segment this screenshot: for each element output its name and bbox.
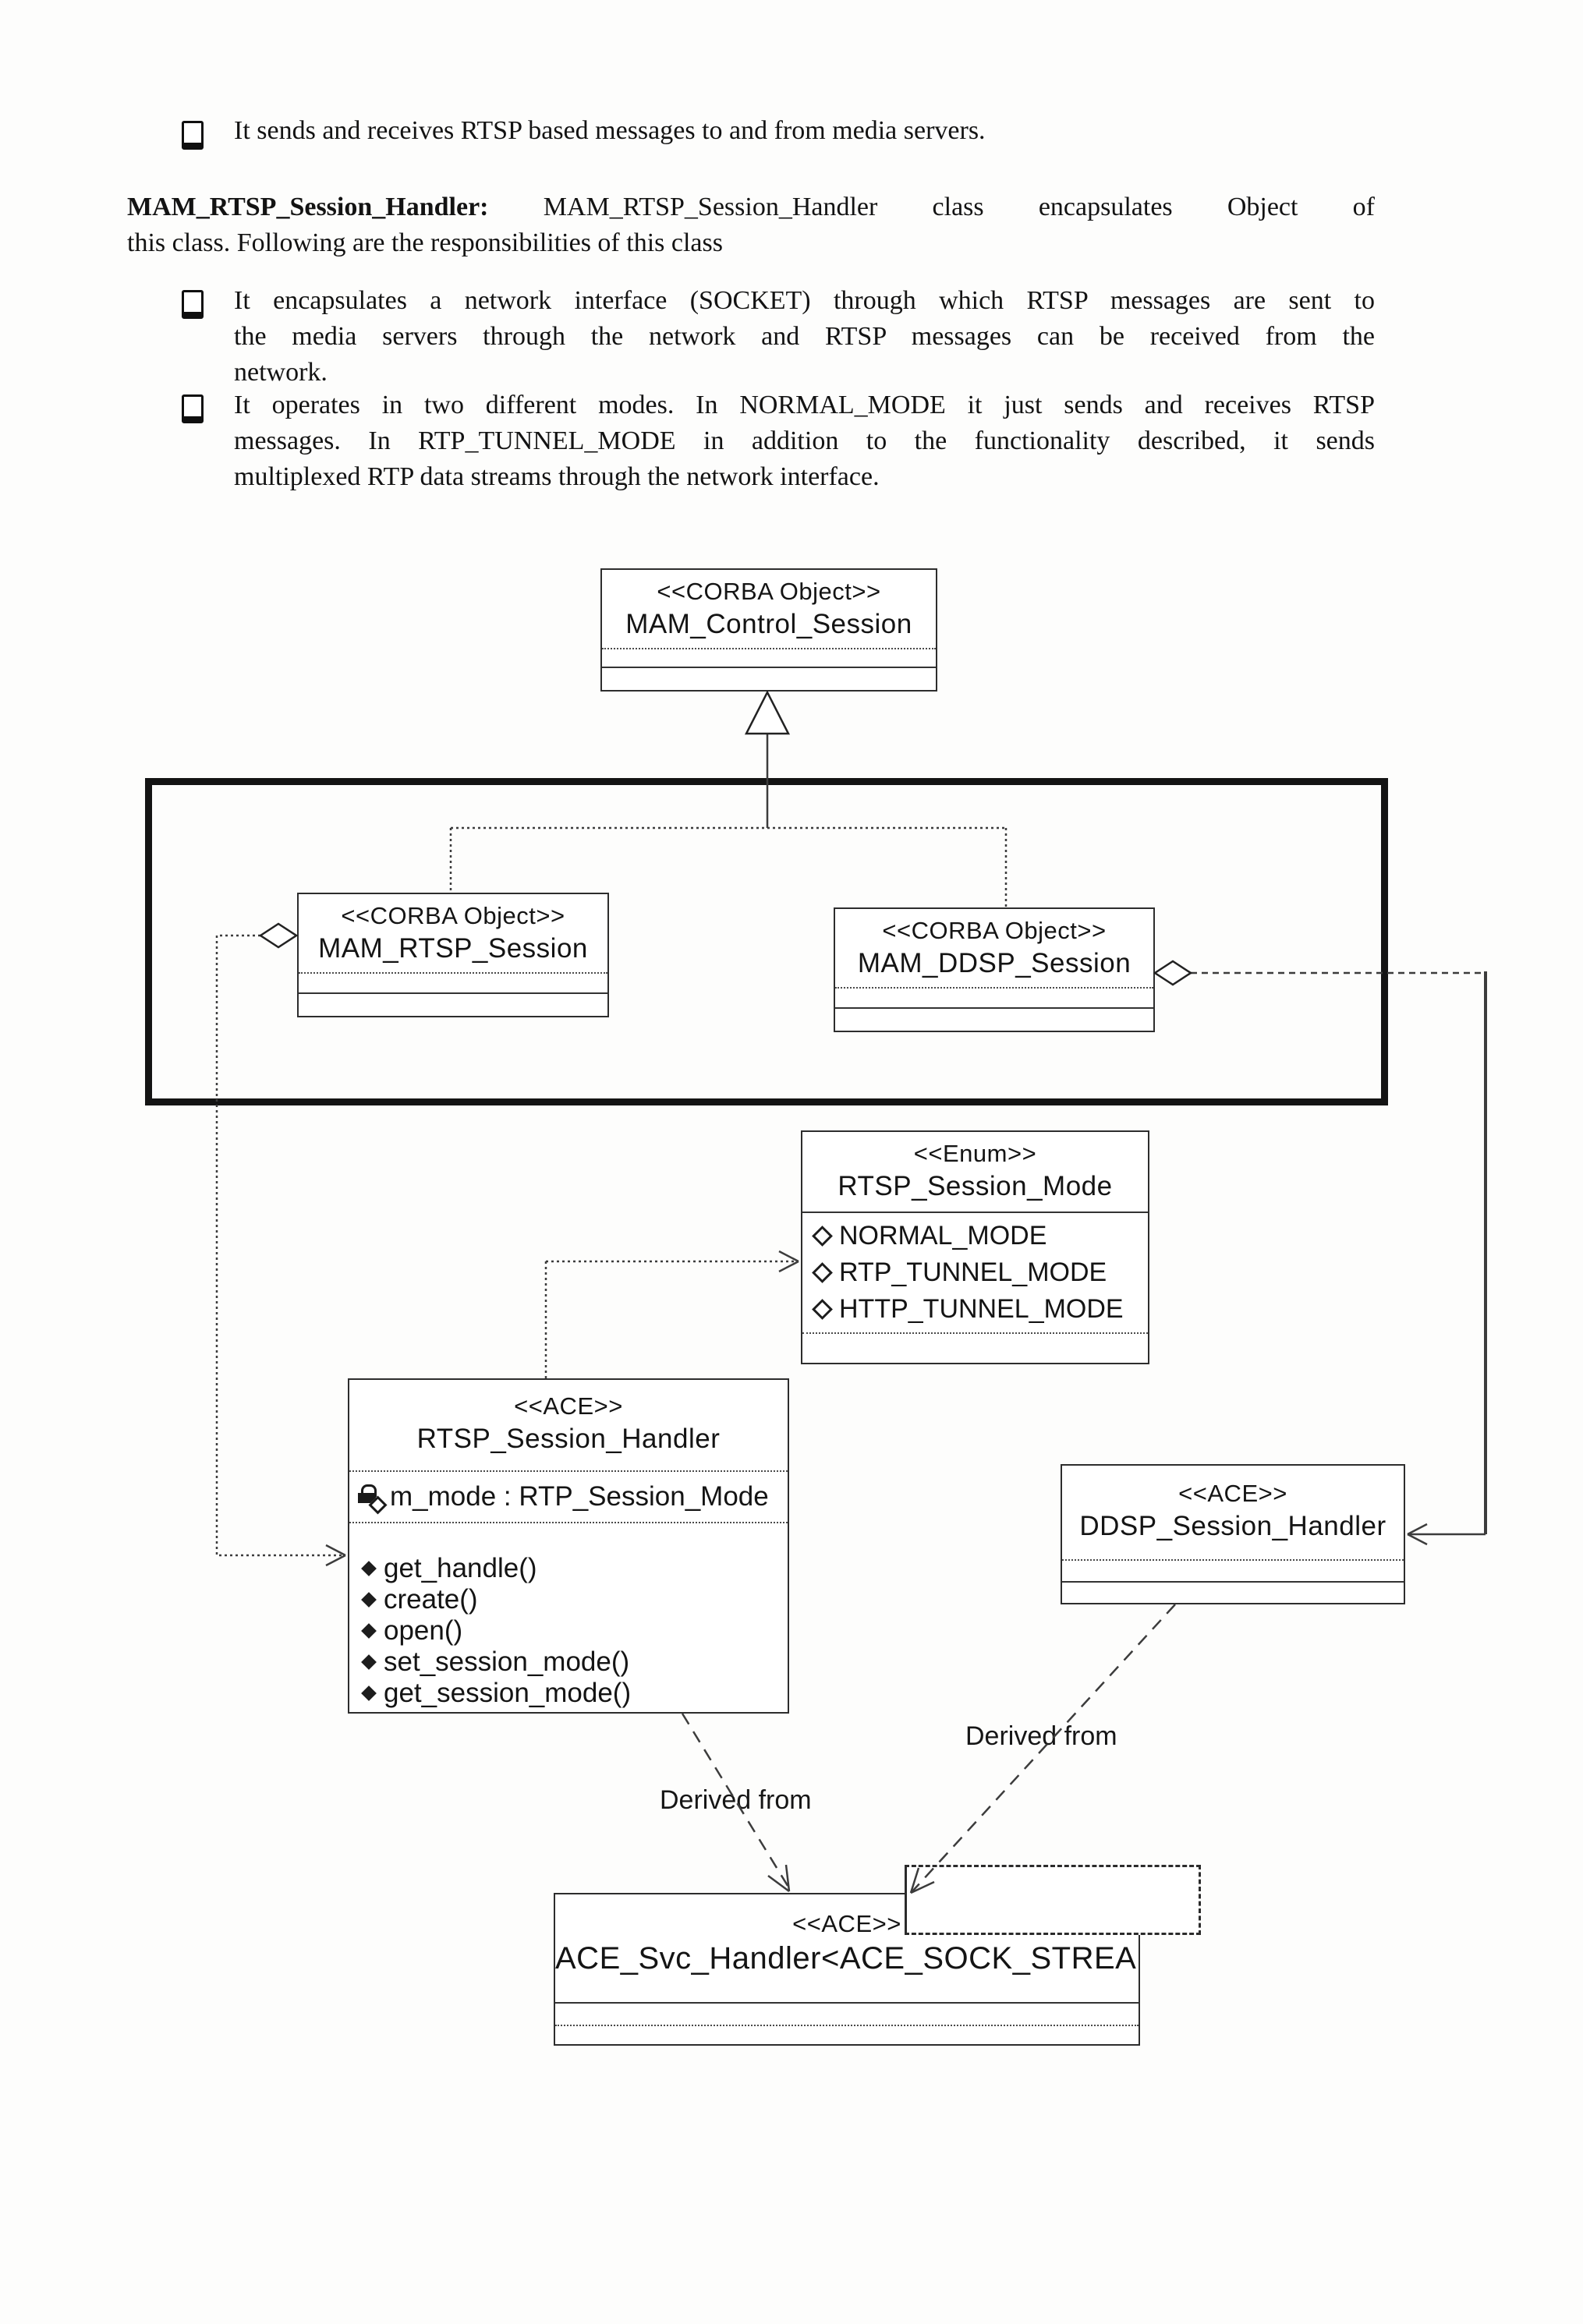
attribute-text: m_mode : RTP_Session_Mode [390,1481,769,1512]
bullet-square-icon [182,121,204,150]
enum-association-link [546,1251,799,1378]
attribute-row: m_mode : RTP_Session_Mode [349,1472,788,1522]
operation-row: get_handle() [349,1553,788,1584]
class-name: DDSP_Session_Handler [1062,1511,1404,1542]
bullet-2-line-1: It encapsulates a network interface (SOC… [234,283,1375,319]
diamond-icon [812,1299,833,1320]
attributes-compartment [602,648,936,667]
enum-values-compartment: NORMAL_MODE RTP_TUNNEL_MODE HTTP_TUNNEL_… [802,1212,1148,1332]
operations-compartment [1062,1581,1404,1603]
enum-box-rtsp-session-mode: <<Enum>> RTSP_Session_Mode NORMAL_MODE R… [801,1130,1149,1364]
class-box-mam-ddsp-session: <<CORBA Object>> MAM_DDSP_Session [834,907,1155,1032]
operations-compartment [299,992,607,1016]
diamond-icon [361,1654,377,1670]
heading-paragraph-line-2: this class. Following are the responsibi… [127,225,723,261]
diamond-icon [812,1226,833,1247]
class-box-mam-rtsp-session: <<CORBA Object>> MAM_RTSP_Session [297,893,609,1017]
operations-compartment [602,667,936,690]
operation: get_session_mode() [384,1678,631,1709]
bullet-3-line-1: It operates in two different modes. In N… [234,387,1375,423]
operation: create() [384,1584,478,1615]
enum-value-row: NORMAL_MODE [802,1218,1148,1254]
bullet-3-line-2: messages. In RTP_TUNNEL_MODE in addition… [234,423,1375,459]
diamond-icon [361,1623,377,1639]
operations-compartment [555,2025,1139,2044]
class-stereotype: <<ACE>> [349,1385,788,1420]
operation-row: set_session_mode() [349,1647,788,1678]
class-stereotype: <<CORBA Object>> [835,909,1153,945]
bullet-square-icon [182,394,204,423]
bullet-3-line-3: multiplexed RTP data streams through the… [234,459,880,495]
enum-value: RTP_TUNNEL_MODE [839,1258,1107,1288]
class-box-rtsp-session-handler: <<ACE>> RTSP_Session_Handler m_mode : RT… [348,1378,789,1714]
class-box-ddsp-session-handler: <<ACE>> DDSP_Session_Handler [1061,1464,1405,1604]
operations-compartment: get_handle() create() open() set_session… [349,1522,788,1712]
derived-from-label-right: Derived from [965,1721,1117,1752]
operations-compartment [835,1007,1153,1031]
bullet-square-icon [182,290,204,319]
heading-bold-term: MAM_RTSP_Session_Handler: [127,193,488,221]
class-stereotype: <<ACE>> [1062,1472,1404,1508]
lock-icon [357,1484,382,1509]
attributes-compartment [299,972,607,992]
enum-value: HTTP_TUNNEL_MODE [839,1294,1124,1325]
heading-line-1-rest: MAM_RTSP_Session_Handler class encapsula… [544,193,1375,221]
diamond-icon [361,1561,377,1576]
class-stereotype: <<CORBA Object>> [299,894,607,930]
enum-value-row: HTTP_TUNNEL_MODE [802,1291,1148,1328]
bullet-2-line-2: the media servers through the network an… [234,319,1375,355]
class-name: ACE_Svc_Handler<ACE_SOCK_STREAM> [555,1941,1139,1976]
class-box-mam-control-session: <<CORBA Object>> MAM_Control_Session [600,568,937,692]
enum-value: NORMAL_MODE [839,1221,1046,1251]
empty-compartment [802,1332,1148,1363]
class-name: MAM_RTSP_Session [299,933,607,964]
diamond-icon [361,1592,377,1608]
enum-value-row: RTP_TUNNEL_MODE [802,1254,1148,1291]
enum-name: RTSP_Session_Mode [802,1171,1148,1202]
operation-row: create() [349,1584,788,1615]
diamond-icon [361,1686,377,1701]
attributes-compartment: m_mode : RTP_Session_Mode [349,1470,788,1522]
attributes-compartment [835,987,1153,1007]
operation: set_session_mode() [384,1647,629,1678]
class-stereotype: <<CORBA Object>> [602,570,936,606]
class-name: RTSP_Session_Handler [349,1424,788,1455]
attributes-compartment [1062,1559,1404,1581]
operation-row: get_session_mode() [349,1678,788,1709]
derived-from-label-left: Derived from [660,1785,812,1816]
class-name: MAM_Control_Session [602,609,936,640]
operation-row: open() [349,1615,788,1647]
bullet-1-text: It sends and receives RTSP based message… [234,113,986,149]
bullet-2-line-3: network. [234,355,328,391]
operation: get_handle() [384,1553,537,1584]
attributes-compartment [555,2002,1139,2025]
operation: open() [384,1615,462,1647]
enum-stereotype: <<Enum>> [802,1132,1148,1168]
heading-paragraph-line-1: MAM_RTSP_Session_Handler: MAM_RTSP_Sessi… [127,189,1375,225]
dashed-placeholder-box [905,1865,1201,1935]
triangle-generalization-icon [746,692,788,734]
class-name: MAM_DDSP_Session [835,948,1153,979]
diamond-icon [812,1262,833,1283]
